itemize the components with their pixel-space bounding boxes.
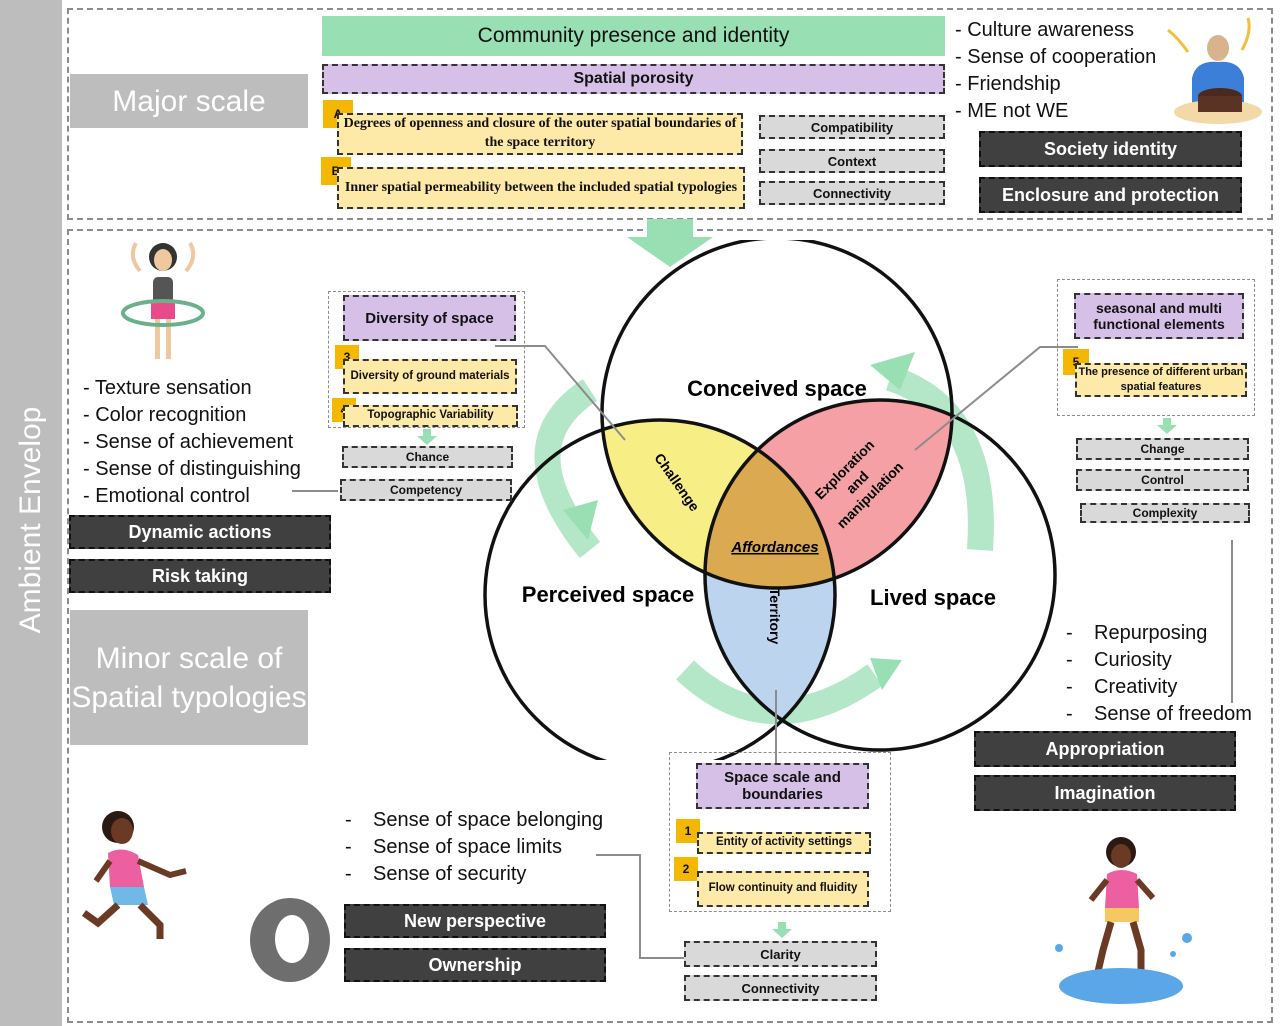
openness-closure-box: Degrees of openness and closure of the o… <box>337 113 743 155</box>
bottom-bullets: -Sense of space belonging -Sense of spac… <box>345 807 603 888</box>
bullet-item: -Sense of space belonging <box>345 809 604 831</box>
child-running-icon <box>81 811 187 939</box>
child-hula-hoop-icon <box>121 242 205 359</box>
grey-chance: Chance <box>342 446 513 468</box>
spatial-porosity-box: Spatial porosity <box>322 64 945 94</box>
badge-2: 2 <box>674 857 698 881</box>
right-item-group <box>1057 279 1255 416</box>
small-down-arrow-icon <box>417 429 437 445</box>
venn-diagram: Conceived space Perceived space Lived sp… <box>483 240 1057 760</box>
ownership-label: Ownership <box>344 948 606 982</box>
badge-1: 1 <box>676 819 700 843</box>
bullet-item: -Creativity <box>1066 676 1178 698</box>
bullet-item: - Color recognition <box>83 404 247 426</box>
lived-circle <box>703 398 1057 752</box>
grey-context: Context <box>759 149 945 173</box>
dynamic-actions-label: Dynamic actions <box>69 515 331 549</box>
grey-compatibility: Compatibility <box>759 115 945 139</box>
inner-permeability-box: Inner spatial permeability between the i… <box>337 167 745 209</box>
grey-competency: Competency <box>340 479 512 501</box>
appropriation-label: Appropriation <box>974 731 1236 767</box>
activity-settings-box: Entity of activity settings <box>697 832 871 854</box>
community-presence-bar: Community presence and identity <box>322 16 945 56</box>
bullet-item: - Emotional control <box>83 485 250 507</box>
major-scale-label: Major scale <box>70 74 308 128</box>
ambient-envelop-sidebar: Ambient Envelop <box>0 0 62 1026</box>
child-splashing-icon <box>1055 837 1192 1004</box>
perceived-circle <box>483 418 837 760</box>
bullet-item: - Sense of achievement <box>83 431 294 453</box>
minor-scale-label: Minor scale of Spatial typologies <box>70 610 308 745</box>
bullet-item: - Friendship <box>955 73 1061 95</box>
perceived-space-label: Perceived space <box>522 582 694 607</box>
bullet-item: - ME not WE <box>955 100 1069 122</box>
imagination-label: Imagination <box>974 775 1236 811</box>
new-perspective-label: New perspective <box>344 904 606 938</box>
left-bullets: - Texture sensation - Color recognition … <box>83 375 301 510</box>
ground-materials-box: Diversity of ground materials <box>343 359 517 394</box>
child-drum-icon <box>1167 17 1262 124</box>
diversity-of-space-box: Diversity of space <box>343 295 516 341</box>
enclosure-protection-label: Enclosure and protection <box>979 177 1242 213</box>
grey-bottom-connectivity: Connectivity <box>684 975 877 1001</box>
bullet-item: -Sense of space limits <box>345 836 562 858</box>
topographic-variability-box: Topographic Variability <box>343 405 518 427</box>
bullet-item: -Curiosity <box>1066 649 1172 671</box>
risk-taking-label: Risk taking <box>69 559 331 593</box>
bullet-item: - Sense of distinguishing <box>83 458 301 480</box>
down-arrow-icon <box>627 219 713 267</box>
grey-change: Change <box>1076 438 1249 460</box>
grey-connectivity: Connectivity <box>759 181 945 205</box>
urban-features-box: The presence of different urban spatial … <box>1075 363 1247 397</box>
society-identity-label: Society identity <box>979 131 1242 167</box>
major-bullets: - Culture awareness - Sense of cooperati… <box>955 17 1156 125</box>
bullet-item: -Repurposing <box>1066 622 1208 644</box>
bullet-item: - Sense of cooperation <box>955 46 1157 68</box>
bottom-item-group <box>669 752 891 912</box>
territory-label: Territory <box>767 588 783 645</box>
bullet-item: - Texture sensation <box>83 377 252 399</box>
seasonal-elements-box: seasonal and multi functional elements <box>1074 293 1244 339</box>
conceived-space-label: Conceived space <box>687 376 867 401</box>
grey-control: Control <box>1076 469 1249 491</box>
bullet-item: - Culture awareness <box>955 19 1134 41</box>
small-down-arrow-icon <box>1157 418 1177 434</box>
space-scale-box: Space scale and boundaries <box>696 763 869 809</box>
flow-continuity-box: Flow continuity and fluidity <box>697 871 869 907</box>
grey-complexity: Complexity <box>1080 503 1250 523</box>
bullet-item: -Sense of freedom <box>1066 703 1252 725</box>
grey-clarity: Clarity <box>684 941 877 967</box>
left-item-group <box>328 291 525 428</box>
small-down-arrow-icon <box>772 922 792 938</box>
tire-icon <box>250 898 330 982</box>
affordances-label: Affordances <box>730 539 818 556</box>
right-bullets: -Repurposing -Curiosity -Creativity -Sen… <box>1066 620 1252 728</box>
lived-space-label: Lived space <box>870 585 996 610</box>
bullet-item: -Sense of security <box>345 863 527 885</box>
